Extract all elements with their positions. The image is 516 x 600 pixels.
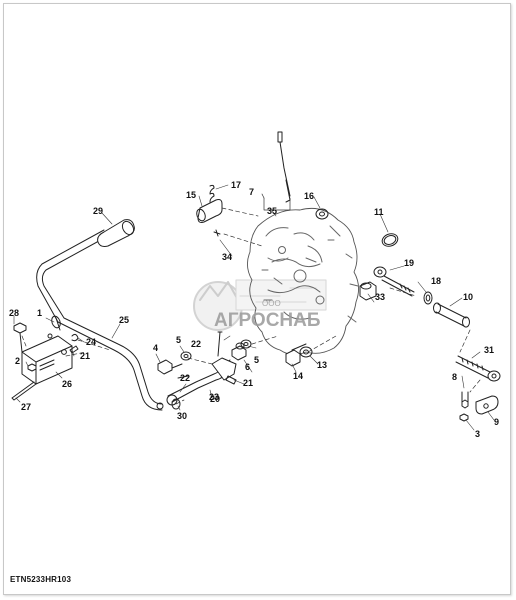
clip-21b [225,375,237,385]
callout-33: 33 [375,292,385,302]
callout-22: 22 [180,373,190,383]
diagram-frame [3,3,511,595]
pin-27 [11,381,37,401]
washer-5a [180,351,192,361]
callout-34: 34 [222,252,232,262]
handle-rod-25 [36,229,163,411]
leader-lines [21,207,481,405]
rod-end-19 [373,266,415,297]
bushing-33 [359,281,377,301]
callout-21: 21 [80,351,90,361]
callout-17: 17 [231,180,241,190]
link-arm-23 [156,357,237,410]
callout-7: 7 [249,187,254,197]
callout-23: 23 [209,392,219,402]
spring-17 [209,184,215,203]
watermark-brand: АГРОСНАБ [214,310,321,331]
callout-4: 4 [153,343,158,353]
callout-2: 2 [15,356,20,366]
screw-3 [459,413,469,422]
callout-11: 11 [374,207,384,217]
callout-31: 31 [484,345,494,355]
callout-24: 24 [86,337,96,347]
pin-24 [71,333,79,342]
callout-35: 35 [267,206,277,216]
callout-6: 6 [245,362,250,372]
callout-10: 10 [463,292,473,302]
sensor-wire-7 [277,131,291,203]
pin-15 [196,199,223,223]
sleeve-10 [433,302,470,328]
bolt-28 [13,322,27,353]
callout-21: 21 [243,378,253,388]
clip-21a [69,345,79,354]
bracket-26 [21,333,73,385]
bushing-18 [423,291,433,305]
bolt-14 [285,343,307,367]
pin-22b [177,375,189,379]
callout-7-bracket [261,193,291,211]
bracket-9 [475,395,499,415]
handle-grip-29 [97,219,135,247]
washer-30 [171,398,181,410]
nut-2 [27,363,37,372]
callout-19: 19 [404,258,414,268]
rod-31 [455,355,501,382]
figure-code: ETN5233HR103 [10,575,72,584]
callout-13: 13 [317,360,327,370]
watermark-prefix: ООО [262,299,281,308]
bolt-4 [157,359,183,375]
engine-housing [247,207,359,355]
callout-8: 8 [452,372,457,382]
callout-29: 29 [93,206,103,216]
pin-22a [217,331,223,357]
callout-15: 15 [186,190,196,200]
watermark-logo [193,279,327,331]
bolt-8 [461,391,469,409]
callout-14: 14 [293,371,303,381]
washer-16 [315,208,329,220]
washer-5b [240,339,252,349]
callout-9: 9 [494,417,499,427]
callout-26: 26 [62,379,72,389]
callout-28: 28 [9,308,19,318]
callout-27: 27 [21,402,31,412]
callout-5: 5 [254,355,259,365]
o-ring-11 [381,233,399,247]
callout-25: 25 [119,315,129,325]
callout-16: 16 [304,191,314,201]
callout-5: 5 [176,335,181,345]
spacer-6 [231,342,247,361]
callout-1: 1 [37,308,42,318]
callout-3: 3 [475,429,480,439]
nut-1 [51,315,61,329]
callout-18: 18 [431,276,441,286]
callout-leaders [13,184,495,431]
callout-20: 20 [210,394,220,404]
callout-30: 30 [177,411,187,421]
callout-22: 22 [191,339,201,349]
screw-34 [213,229,221,237]
